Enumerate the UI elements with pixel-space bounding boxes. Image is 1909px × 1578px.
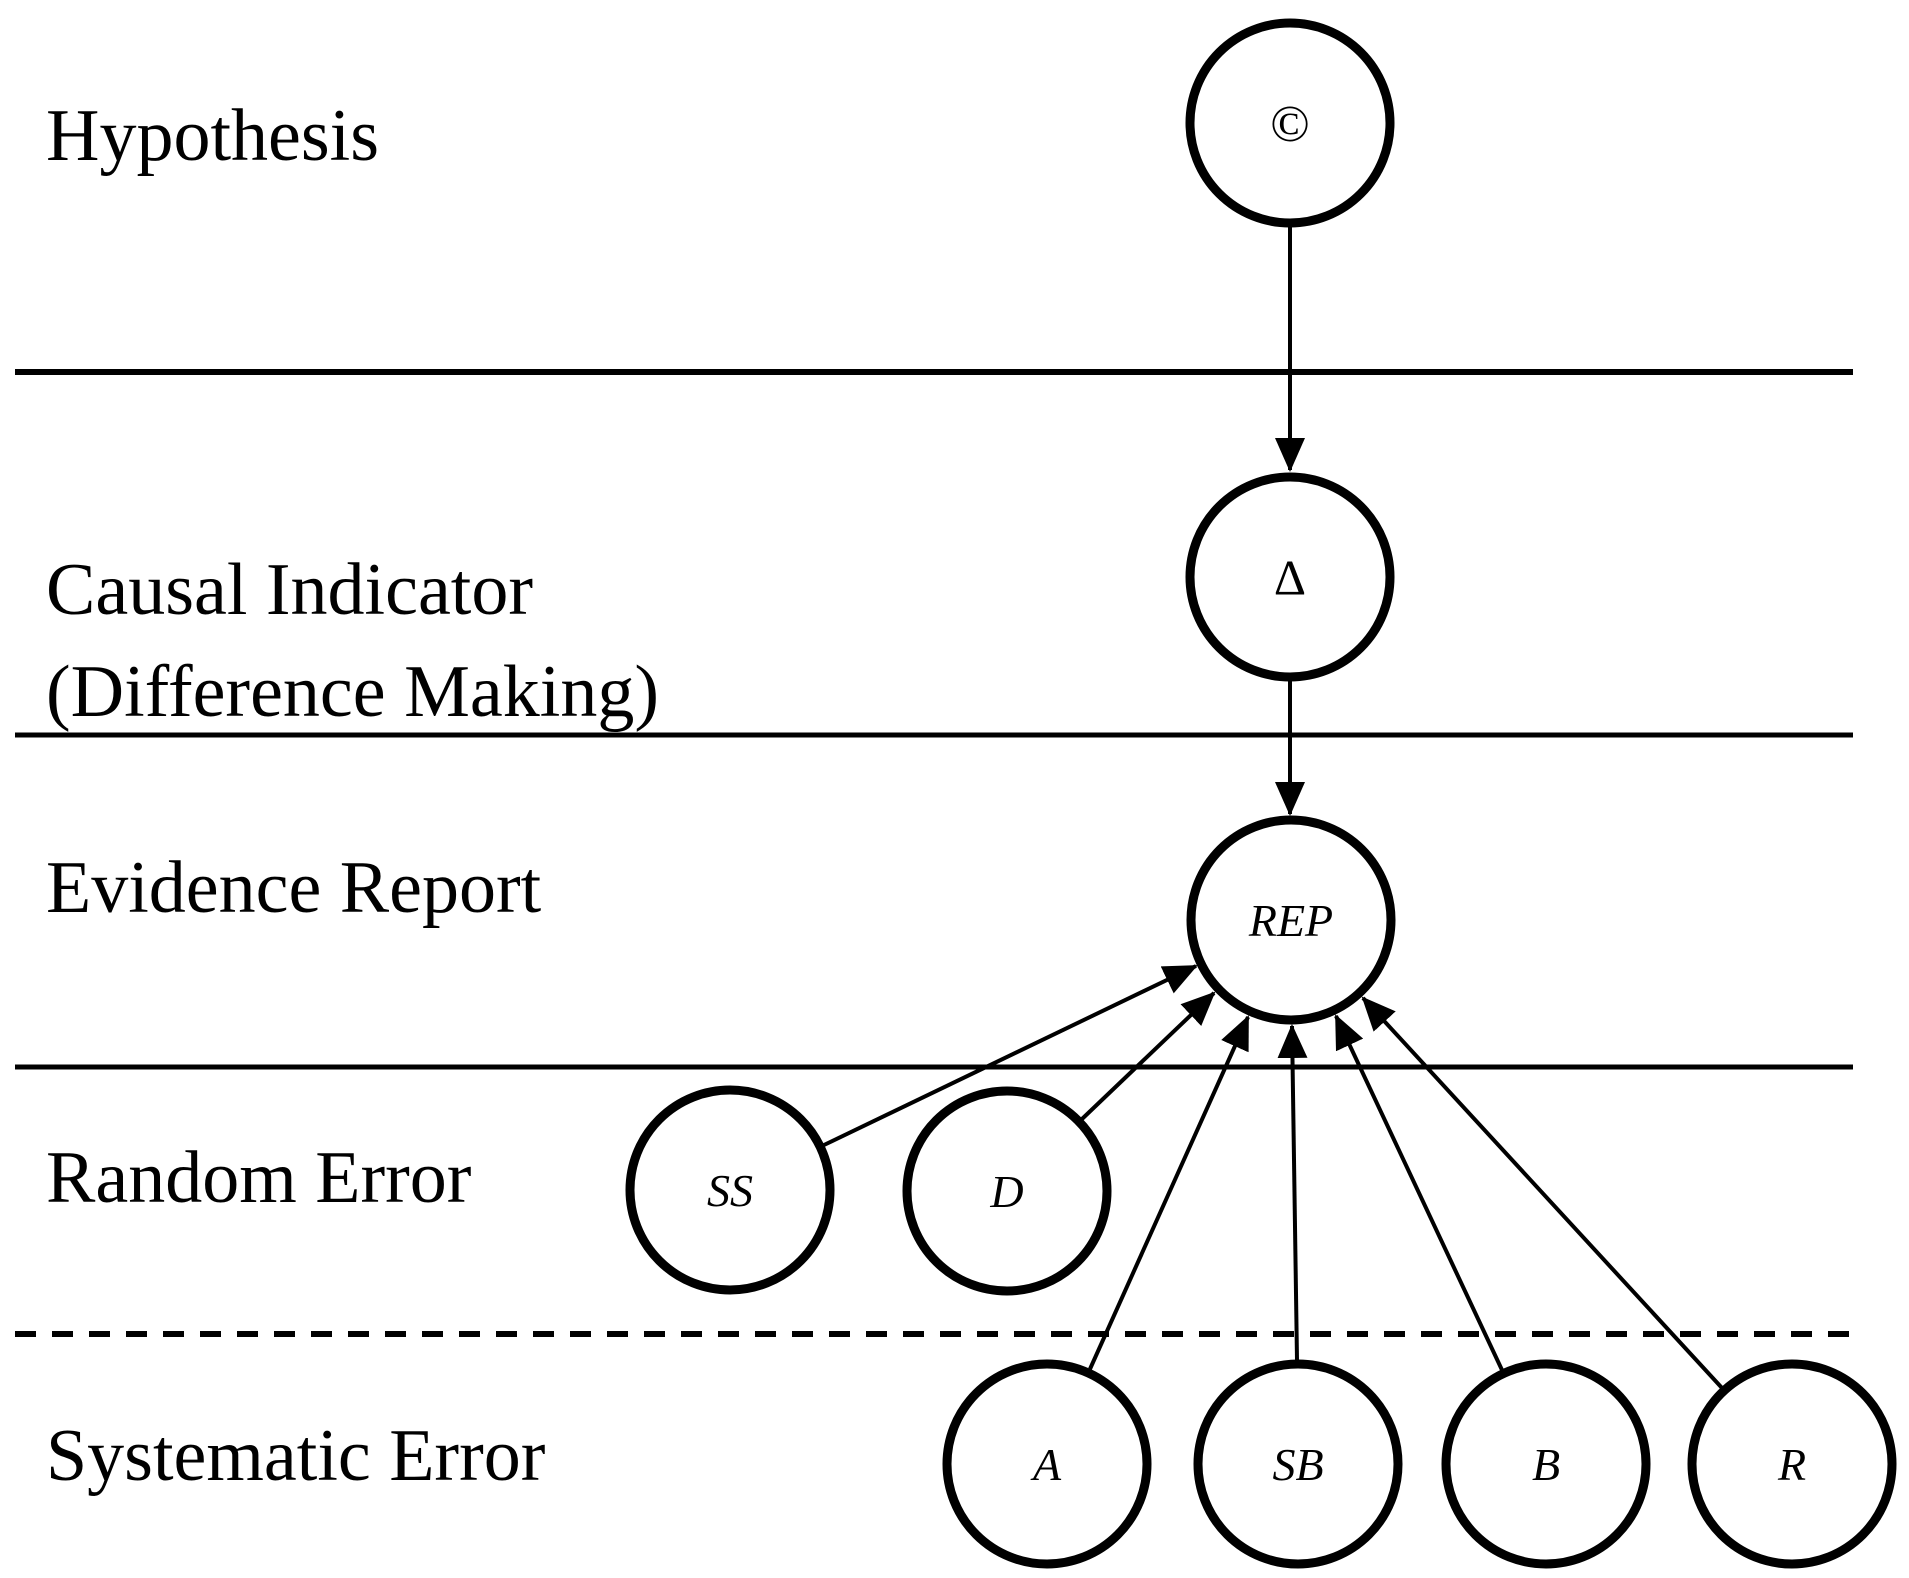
r-node-circle: [1687, 1359, 1897, 1569]
row-label-systematic-error: Systematic Error: [46, 1415, 545, 1497]
evidence-report-node: REP: [1186, 815, 1396, 1025]
hypothesis-node: ©: [1185, 18, 1395, 228]
causal-indicator-node-circle: [1185, 472, 1395, 682]
r-node: R: [1687, 1359, 1897, 1569]
row-label-evidence-report: Evidence Report: [46, 847, 542, 929]
causal-indicator-node-label: Δ: [1274, 550, 1306, 606]
ss-node-label: SS: [707, 1165, 753, 1216]
a-node-label: A: [1030, 1439, 1062, 1490]
hypothesis-node-label: ©: [1270, 96, 1310, 153]
evidence-report-node-label: REP: [1248, 895, 1333, 946]
d-node-circle: [902, 1086, 1112, 1296]
evidence-report-node-circle: [1186, 815, 1396, 1025]
a-node: A: [942, 1359, 1152, 1569]
sb-node: SB: [1193, 1359, 1403, 1569]
arrow-r-to-rep: [1361, 996, 1724, 1390]
arrow-sb-to-rep: [1277, 1024, 1308, 1361]
ss-node: SS: [625, 1085, 835, 1295]
r-node-label: R: [1777, 1439, 1806, 1490]
b-node-circle: [1441, 1359, 1651, 1569]
b-node-label: B: [1532, 1439, 1560, 1490]
arrow-ss-to-rep: [823, 964, 1198, 1147]
sb-node-circle: [1193, 1359, 1403, 1569]
arrow-a-to-rep: [1088, 1015, 1250, 1370]
d-node-label: D: [989, 1166, 1023, 1217]
row-label-causal-indicator-line2: (Difference Making): [46, 651, 659, 733]
arrow-d-to-rep: [1080, 991, 1216, 1121]
sb-node-label: SB: [1272, 1439, 1323, 1490]
d-node: D: [902, 1086, 1112, 1296]
arrow-b-to-rep: [1334, 1014, 1504, 1371]
hypothesis-node-circle: [1185, 18, 1395, 228]
causal-indicator-node: Δ: [1185, 472, 1395, 682]
ss-node-circle: [625, 1085, 835, 1295]
a-node-circle: [942, 1359, 1152, 1569]
row-label-hypothesis: Hypothesis: [46, 95, 379, 177]
b-node: B: [1441, 1359, 1651, 1569]
row-label-causal-indicator-line1: Causal Indicator: [46, 549, 533, 631]
row-label-random-error: Random Error: [46, 1137, 471, 1219]
